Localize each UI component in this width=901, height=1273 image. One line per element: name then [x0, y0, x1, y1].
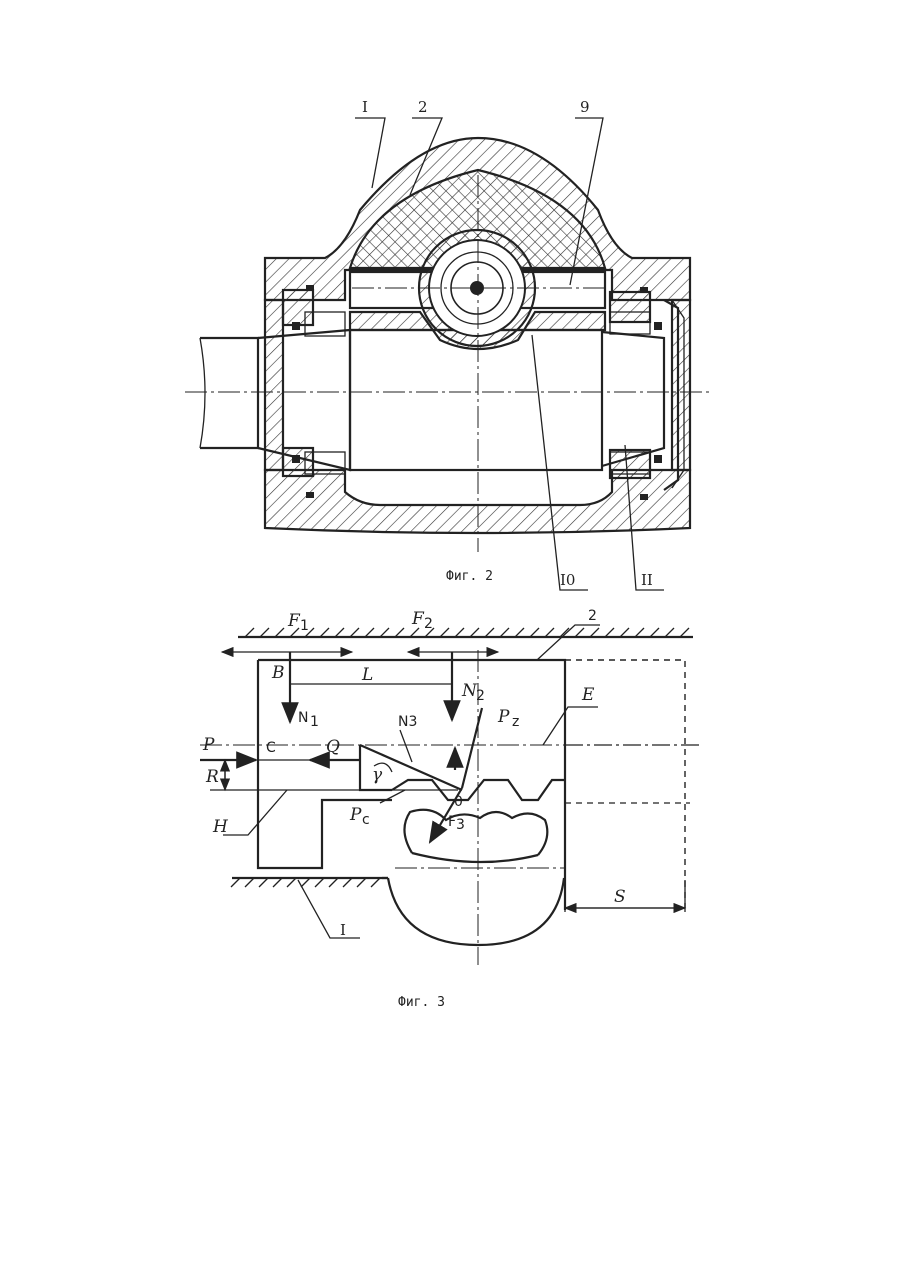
label-l: L	[361, 665, 373, 685]
gear-housing-arc	[388, 878, 564, 945]
label-b: B	[271, 663, 285, 683]
housing-right-wall	[672, 300, 690, 470]
label-pc-sub: c	[362, 812, 370, 828]
label-n2-sub: 2	[476, 688, 485, 704]
label-n3: N3	[398, 714, 417, 730]
piston-outline	[258, 660, 565, 910]
shaft-stub	[200, 338, 258, 448]
label-o: 0	[454, 794, 463, 810]
label-h: H	[212, 817, 229, 837]
gear-lobes	[404, 810, 547, 855]
label-f1: F	[287, 611, 301, 631]
label-pc: P	[349, 805, 362, 825]
label-s: S	[614, 887, 626, 907]
fig2-label-2: 2	[418, 98, 428, 116]
label-c: C	[266, 740, 276, 756]
label-pz-sub: z	[512, 714, 519, 730]
label-gamma: γ	[372, 765, 383, 785]
housing-left-wall	[265, 300, 283, 470]
label-part-2: 2	[588, 608, 597, 624]
force-pz-line	[462, 708, 482, 788]
fig2-caption: Фиг. 2	[446, 569, 493, 584]
main-shaft	[350, 330, 602, 470]
label-f1-sub: 1	[300, 618, 309, 634]
fig3-force-diagram: F 1 F 2 B L N 1 N 2 N3 P z E P C Q R γ 0…	[200, 608, 700, 1010]
label-part-1: I	[340, 921, 346, 939]
fig3-caption: Фиг. 3	[398, 995, 445, 1010]
label-r: R	[205, 767, 219, 787]
fig2-label-11: II	[641, 571, 653, 589]
fig2-label-1: I	[362, 98, 368, 116]
label-f3: F	[448, 814, 456, 830]
top-ground-hatch	[245, 628, 689, 637]
label-f3-sub: 3	[456, 817, 465, 833]
label-f2: F	[411, 609, 425, 629]
fig2-cross-section: I 2 9 I0 II Фиг. 2	[185, 98, 712, 590]
label-n1: N	[298, 710, 308, 726]
label-q: Q	[326, 737, 340, 757]
fig2-label-10: I0	[560, 571, 575, 589]
label-n1-sub: 1	[310, 714, 319, 730]
label-pz: P	[497, 707, 510, 727]
label-p: P	[202, 735, 215, 755]
label-f2-sub: 2	[424, 616, 433, 632]
label-e: E	[581, 685, 595, 705]
fig2-label-9: 9	[580, 98, 590, 116]
